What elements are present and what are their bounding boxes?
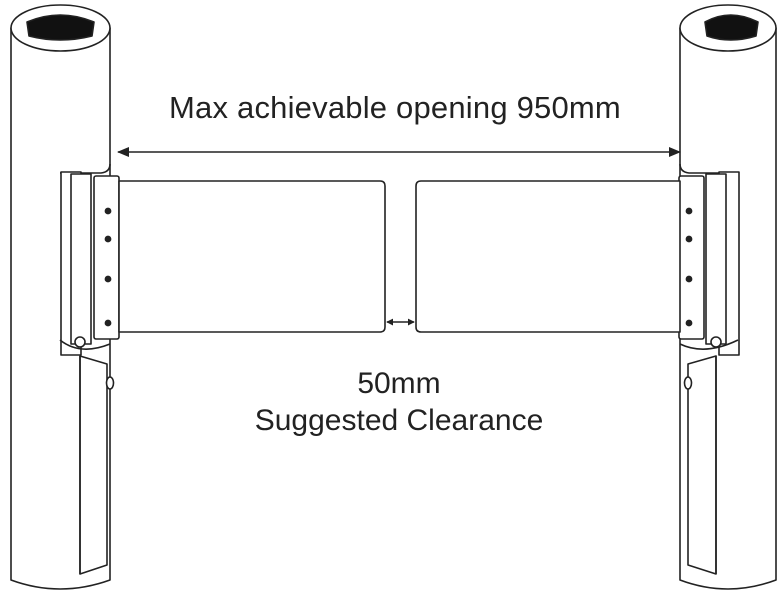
clearance-value-label: 50mm	[357, 367, 441, 400]
max-opening-label: Max achievable opening 950mm	[169, 90, 621, 125]
left-pedestal	[10, 4, 120, 590]
clearance-caption-label: Suggested Clearance	[254, 404, 544, 437]
left-gate-panel	[118, 180, 386, 333]
right-pedestal	[678, 4, 777, 590]
right-gate-panel	[415, 180, 681, 333]
